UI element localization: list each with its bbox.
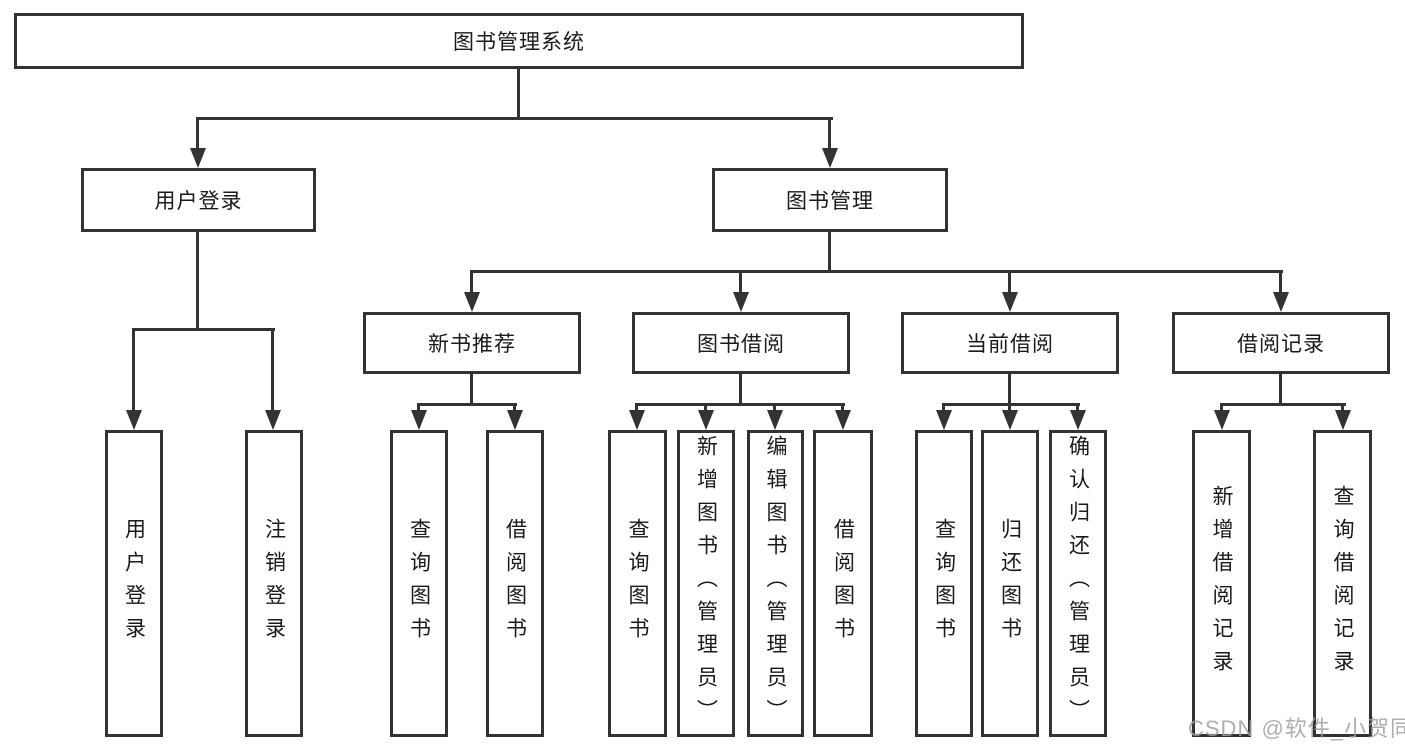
node-new-book-recommend-label: 新书推荐: [428, 333, 516, 356]
node-user-login: 用户登录: [81, 168, 316, 232]
node-borrow-record: 借阅记录: [1172, 312, 1390, 374]
arrowhead-leaf-logout: [265, 410, 281, 430]
arrowhead-add-borrow-record: [1214, 410, 1230, 430]
connector-drop: [1341, 403, 1344, 412]
connector-drop-current-borrow: [1008, 270, 1011, 294]
arrowhead-user-login: [190, 148, 206, 168]
leaf-query-borrow-record-label: 查询借阅记录: [1331, 484, 1354, 683]
node-borrow-record-label: 借阅记录: [1237, 333, 1325, 356]
arrowhead-add-book: [698, 410, 714, 430]
connector-drop: [942, 403, 945, 412]
connector-drop: [773, 403, 776, 412]
connector-book-borrow-rail: [635, 403, 845, 406]
arrowhead-query-book-1: [411, 410, 427, 430]
node-current-borrow-label: 当前借阅: [966, 333, 1054, 356]
connector-drop-book-borrow: [739, 270, 742, 294]
connector-drop-new-book: [470, 270, 473, 294]
arrowhead-current-borrow: [1002, 292, 1018, 312]
leaf-return-book-label: 归还图书: [998, 517, 1022, 650]
leaf-edit-book-admin-label: 编辑图书（管理员）: [764, 435, 787, 732]
connector-drop-leaf-logout: [271, 328, 274, 412]
arrowhead-query-borrow-record: [1335, 410, 1351, 430]
leaf-confirm-return-admin-label: 确认归还（管理员）: [1066, 435, 1090, 732]
leaf-query-book-newrec-label: 查询图书: [407, 517, 431, 650]
leaf-add-borrow-record: 新增借阅记录: [1192, 430, 1251, 737]
node-book-borrow: 图书借阅: [632, 312, 850, 374]
connector-drop-borrow-record: [1279, 270, 1282, 294]
leaf-query-book-newrec: 查询图书: [390, 430, 448, 737]
node-root-label: 图书管理系统: [453, 31, 585, 54]
leaf-edit-book-admin: 编辑图书（管理员）: [747, 430, 804, 737]
connector-drop-book-mgmt: [828, 117, 831, 150]
arrowhead-borrow-record: [1273, 292, 1289, 312]
arrowhead-confirm-return: [1070, 410, 1086, 430]
leaf-user-login: 用户登录: [105, 430, 163, 737]
leaf-borrow-book-label: 借阅图书: [831, 517, 855, 650]
leaf-query-book-borrow: 查询图书: [608, 430, 667, 737]
connector-borrow-record-stub: [1279, 374, 1282, 406]
connector-drop-user-login: [196, 117, 199, 150]
connector-level2-rail: [197, 117, 833, 120]
connector-new-book-stub: [470, 374, 473, 406]
leaf-query-book-current-label: 查询图书: [932, 517, 956, 650]
connector-drop: [513, 403, 516, 412]
connector-book-borrow-stub: [739, 374, 742, 406]
arrowhead-return-book: [1002, 410, 1018, 430]
connector-drop: [417, 403, 420, 412]
connector-drop: [704, 403, 707, 412]
node-current-borrow: 当前借阅: [901, 312, 1119, 374]
leaf-query-book-current: 查询图书: [915, 430, 973, 737]
leaf-add-book-admin: 新增图书（管理员）: [677, 430, 735, 737]
leaf-add-book-admin-label: 新增图书（管理员）: [694, 435, 718, 732]
connector-borrow-record-rail: [1220, 403, 1346, 406]
leaf-logout-label: 注销登录: [262, 517, 286, 650]
node-new-book-recommend: 新书推荐: [363, 312, 581, 374]
connector-root-stub: [517, 69, 520, 119]
node-book-mgmt: 图书管理: [712, 168, 948, 232]
csdn-watermark: CSDN @软件_小贺同学: [1188, 716, 1405, 741]
leaf-user-login-label: 用户登录: [122, 517, 146, 650]
connector-new-book-rail: [417, 403, 517, 406]
connector-level3-rail: [470, 270, 1283, 273]
connector-drop: [1220, 403, 1223, 412]
leaf-borrow-book-newrec-label: 借阅图书: [503, 517, 527, 650]
leaf-add-borrow-record-label: 新增借阅记录: [1210, 484, 1233, 683]
connector-book-mgmt-stub: [828, 232, 831, 273]
arrowhead-borrow-book-1: [507, 410, 523, 430]
arrowhead-borrow-book-2: [835, 410, 851, 430]
leaf-query-book-borrow-label: 查询图书: [626, 517, 649, 650]
leaf-confirm-return-admin: 确认归还（管理员）: [1049, 430, 1107, 737]
connector-user-login-stub: [196, 232, 199, 330]
connector-drop: [841, 403, 844, 412]
leaf-return-book: 归还图书: [981, 430, 1039, 737]
arrowhead-book-borrow: [733, 292, 749, 312]
arrowhead-book-mgmt: [822, 148, 838, 168]
leaf-borrow-book: 借阅图书: [813, 430, 873, 737]
connector-drop: [1008, 403, 1011, 412]
connector-current-borrow-stub: [1008, 374, 1011, 406]
leaf-query-borrow-record: 查询借阅记录: [1313, 430, 1372, 737]
leaf-borrow-book-newrec: 借阅图书: [486, 430, 544, 737]
node-user-login-label: 用户登录: [154, 190, 243, 213]
arrowhead-leaf-user-login: [126, 410, 142, 430]
node-root: 图书管理系统: [14, 13, 1024, 69]
node-book-borrow-label: 图书借阅: [697, 333, 785, 356]
connector-drop: [635, 403, 638, 412]
connector-current-borrow-rail: [942, 403, 1080, 406]
connector-user-login-rail: [132, 328, 275, 331]
arrowhead-query-book-3: [936, 410, 952, 430]
connector-drop: [1076, 403, 1079, 412]
arrowhead-new-book: [464, 292, 480, 312]
connector-drop-leaf-user-login: [132, 328, 135, 412]
arrowhead-edit-book: [767, 410, 783, 430]
arrowhead-query-book-2: [629, 410, 645, 430]
leaf-logout: 注销登录: [245, 430, 303, 737]
node-book-mgmt-label: 图书管理: [786, 190, 874, 213]
